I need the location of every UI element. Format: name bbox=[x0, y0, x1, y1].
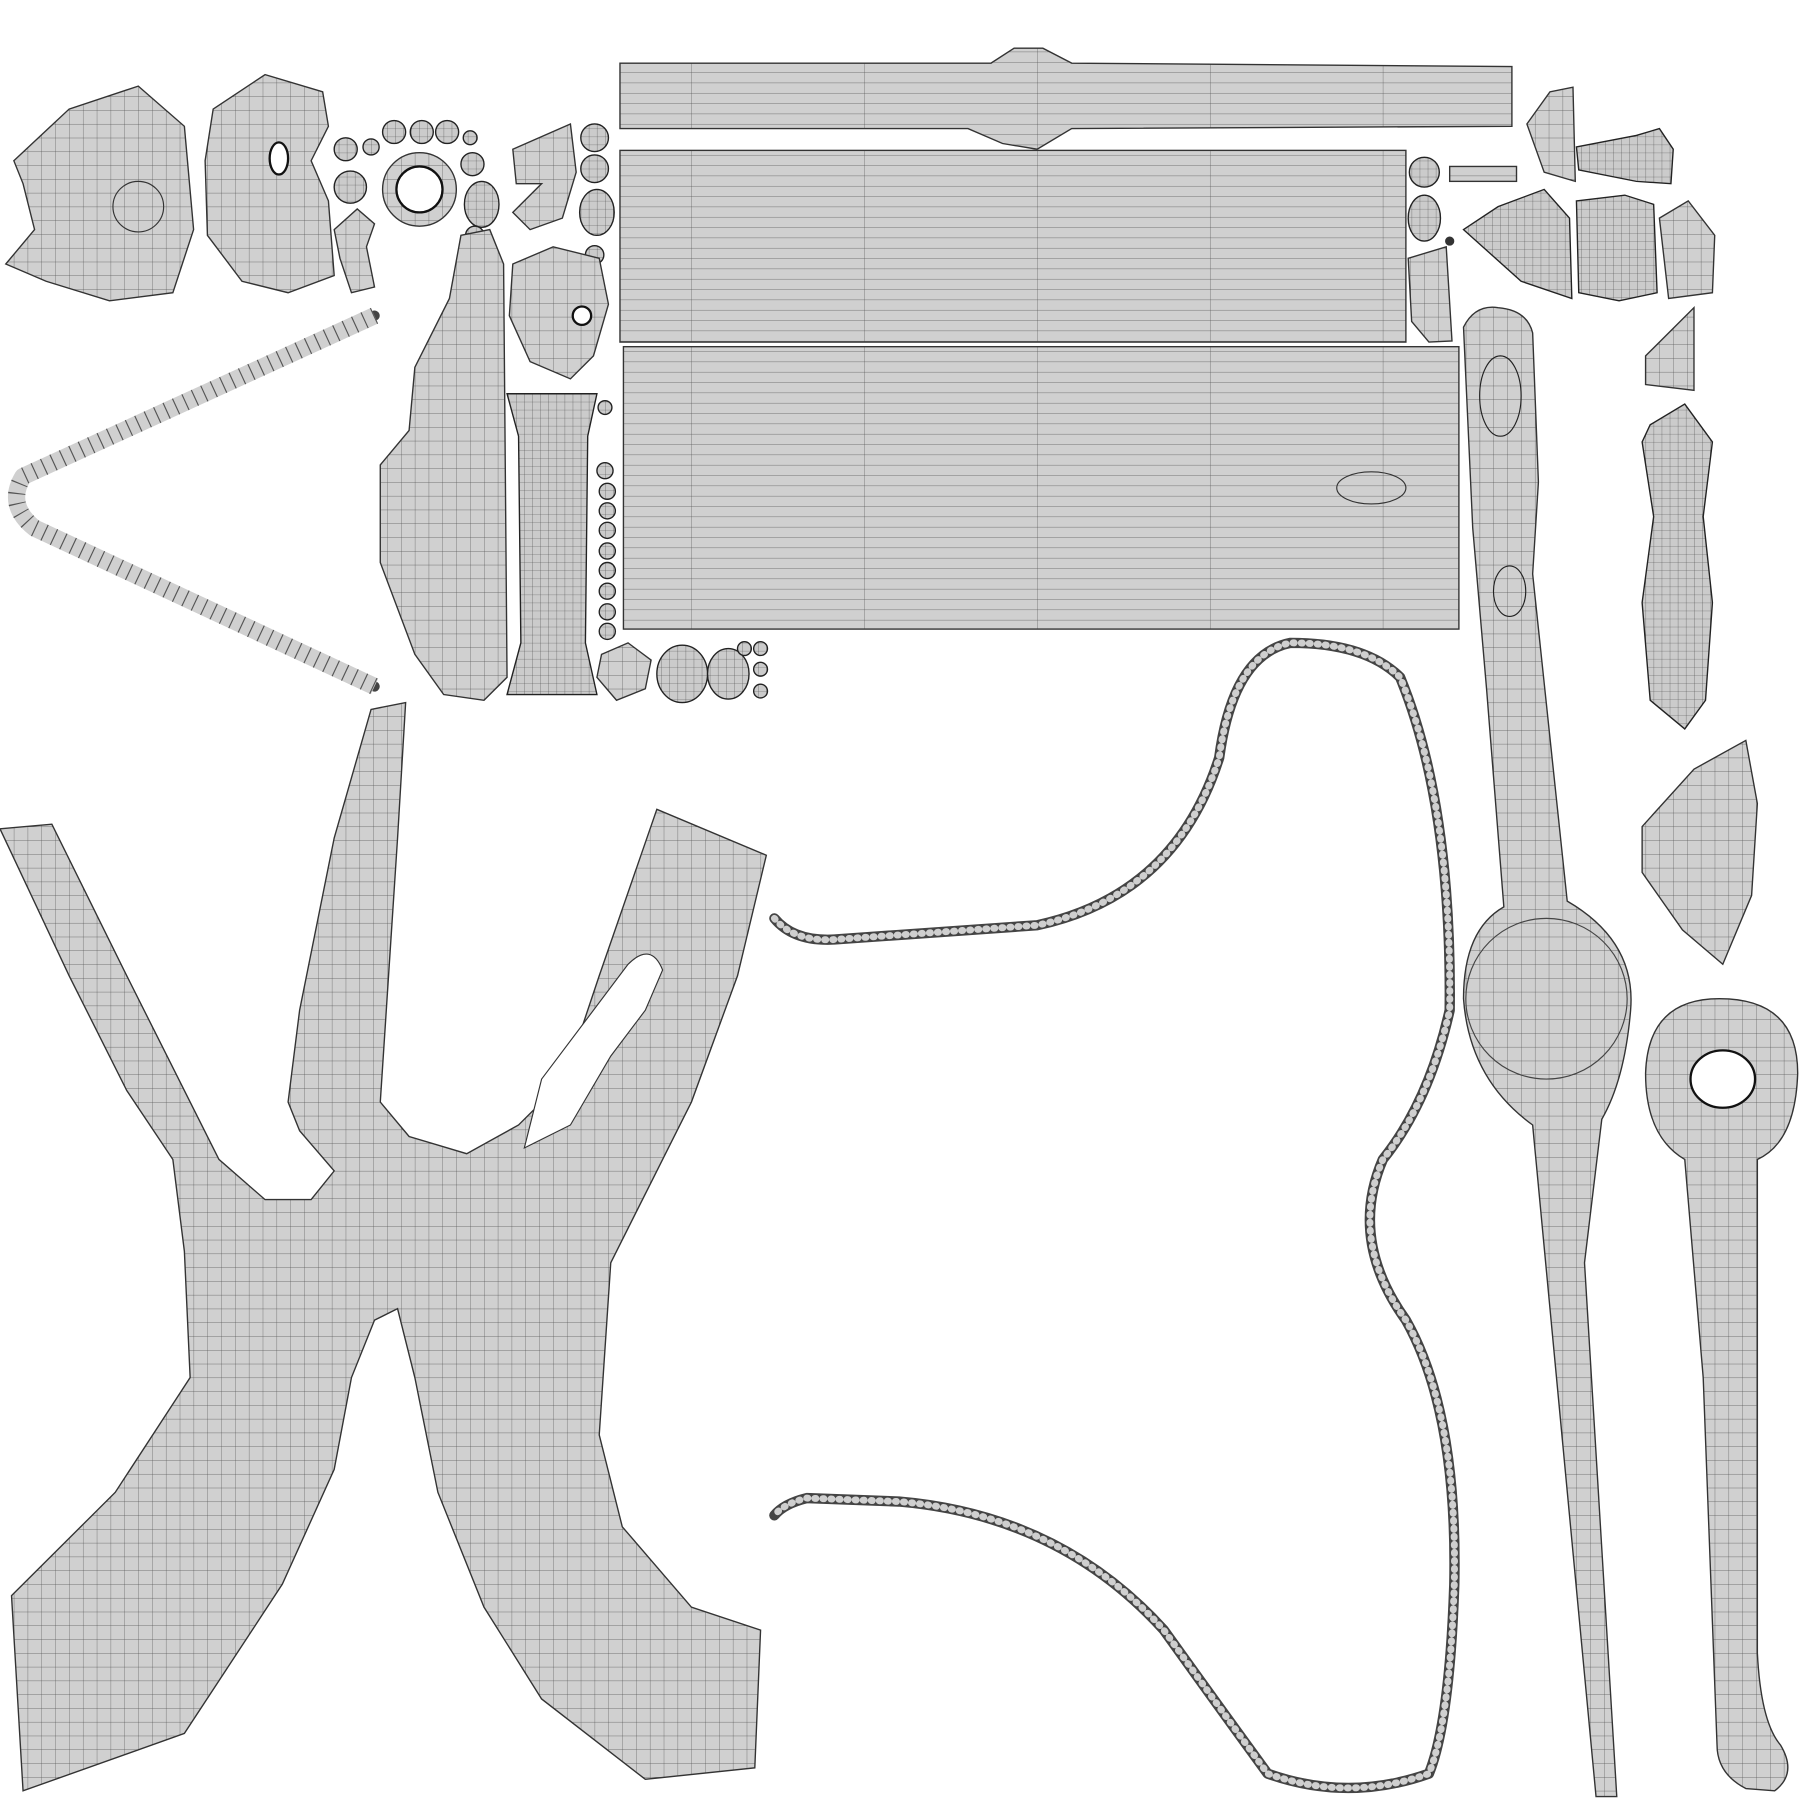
sleeve-island bbox=[506, 393, 598, 696]
stick-disc bbox=[1465, 917, 1628, 1080]
wing-island bbox=[1641, 739, 1759, 966]
tiny-cap-column bbox=[596, 399, 769, 704]
boot-sole-island bbox=[379, 228, 508, 701]
ring-hole bbox=[395, 165, 444, 214]
top-strip-island bbox=[619, 47, 1513, 150]
v-strip-island bbox=[11, 310, 380, 692]
small-bar-island bbox=[1448, 165, 1518, 183]
v-strip-fill bbox=[8, 307, 379, 695]
face-island bbox=[204, 73, 335, 294]
y-frame-island bbox=[0, 701, 768, 1792]
curved-tab-island bbox=[1658, 199, 1716, 300]
head-cap-swirl bbox=[112, 180, 165, 233]
head-cap-island bbox=[4, 85, 195, 302]
small-cap-islands bbox=[333, 119, 1455, 265]
long-curve-strip-mesh bbox=[770, 639, 1458, 1792]
cheek-hole bbox=[571, 305, 593, 327]
band-island bbox=[1575, 194, 1658, 302]
v-strip-mesh bbox=[8, 307, 379, 695]
middle-rect-island bbox=[619, 149, 1407, 343]
stick-loop-top bbox=[1479, 355, 1522, 437]
ring-stick-island bbox=[1644, 998, 1799, 1792]
cone-island bbox=[1462, 188, 1573, 300]
rect-seam-loop bbox=[1336, 471, 1407, 505]
bone-island bbox=[1641, 403, 1714, 730]
nozzle-island bbox=[1575, 127, 1674, 185]
small-arc-island bbox=[333, 208, 376, 294]
stick-loop-mid bbox=[1492, 565, 1527, 618]
large-rect-island bbox=[622, 345, 1460, 630]
strap-island bbox=[1407, 245, 1453, 343]
half-dome-island bbox=[1526, 86, 1577, 183]
ear-island bbox=[511, 122, 577, 231]
wedge-island bbox=[1644, 305, 1695, 392]
ring-stick-hole bbox=[1689, 1049, 1757, 1109]
right-stick-island bbox=[1462, 306, 1632, 1798]
y-frame-gap bbox=[523, 953, 664, 1150]
eye-hole bbox=[268, 141, 290, 176]
cheek-island bbox=[508, 246, 610, 380]
long-curve-strip-island bbox=[769, 637, 1460, 1794]
